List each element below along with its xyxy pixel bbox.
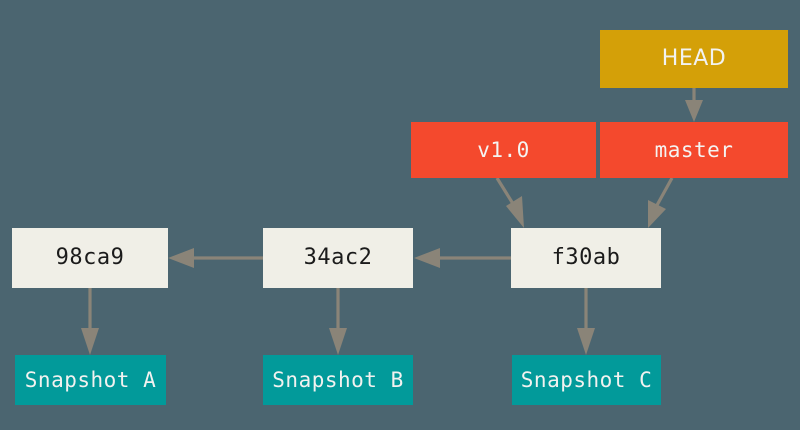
node-snapshot-a[interactable]: Snapshot A [15,355,166,405]
edge-34ac2-to-98ca9 [168,248,263,268]
node-branch-master[interactable]: master [600,122,788,178]
node-commit-34ac2[interactable]: 34ac2 [263,228,413,288]
node-snapshot-b[interactable]: Snapshot B [263,355,413,405]
edge-f30ab-to-snapshot-c [577,288,595,355]
node-head[interactable]: HEAD [600,30,788,88]
edge-98ca9-to-snapshot-a [81,288,99,355]
edge-head-to-master [685,88,703,122]
node-commit-98ca9[interactable]: 98ca9 [12,228,168,288]
node-commit-f30ab[interactable]: f30ab [511,228,661,288]
edge-34ac2-to-snapshot-b [329,288,347,355]
edge-f30ab-to-34ac2 [414,248,511,268]
node-tag-v1-0[interactable]: v1.0 [411,122,596,178]
edge-master-to-f30ab [648,177,674,228]
edge-v10-to-f30ab [495,177,524,228]
node-snapshot-c[interactable]: Snapshot C [512,355,661,405]
